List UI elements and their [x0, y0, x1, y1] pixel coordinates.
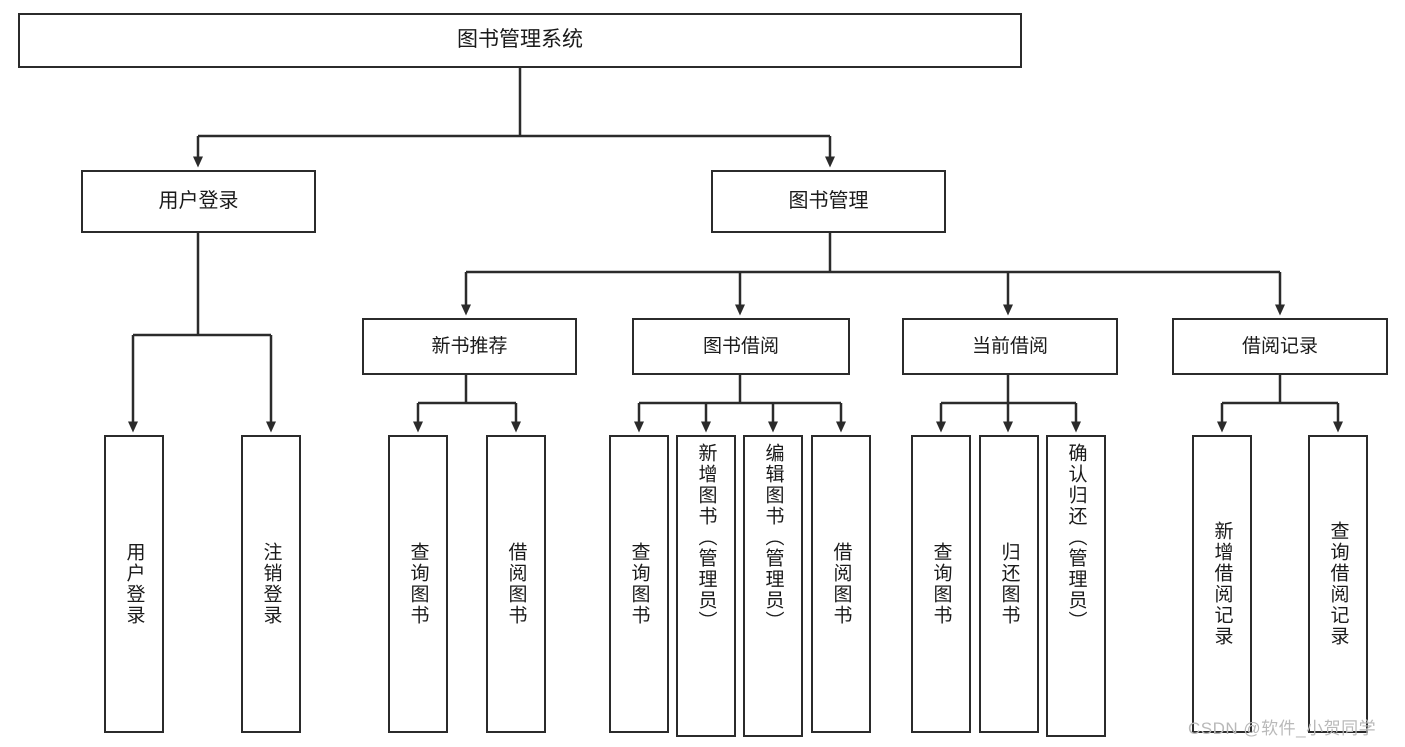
node-label: 确认归还（管理员） [1065, 443, 1087, 632]
node-borrow-record[interactable]: 借阅记录 [1172, 318, 1388, 375]
node-label: 查询图书 [628, 542, 650, 626]
node-leaf-query-book-2[interactable]: 查询图书 [609, 435, 669, 733]
node-label: 借阅记录 [1241, 335, 1318, 357]
node-leaf-edit-book[interactable]: 编辑图书（管理员） [743, 435, 803, 737]
node-user-login[interactable]: 用户登录 [81, 170, 316, 233]
node-label: 新增借阅记录 [1211, 521, 1233, 647]
node-label: 注销登录 [260, 542, 282, 626]
node-label: 编辑图书（管理员） [762, 443, 784, 632]
node-leaf-query-book-1[interactable]: 查询图书 [388, 435, 448, 733]
node-leaf-add-record[interactable]: 新增借阅记录 [1192, 435, 1252, 733]
node-leaf-user-login[interactable]: 用户登录 [104, 435, 164, 733]
node-leaf-logout-login[interactable]: 注销登录 [241, 435, 301, 733]
node-label: 归还图书 [998, 542, 1020, 626]
node-label: 查询借阅记录 [1327, 521, 1349, 647]
node-current-borrow[interactable]: 当前借阅 [902, 318, 1118, 375]
node-label: 图书管理系统 [457, 28, 583, 52]
node-label: 用户登录 [123, 542, 145, 626]
node-label: 图书借阅 [702, 335, 779, 357]
node-label: 新增图书（管理员） [695, 443, 717, 632]
node-leaf-borrow-book-2[interactable]: 借阅图书 [811, 435, 871, 733]
node-label: 图书管理 [788, 190, 869, 212]
node-label: 用户登录 [158, 190, 239, 212]
node-leaf-borrow-book-1[interactable]: 借阅图书 [486, 435, 546, 733]
node-book-management[interactable]: 图书管理 [711, 170, 946, 233]
node-label: 当前借阅 [971, 335, 1048, 357]
node-label: 借阅图书 [505, 542, 527, 626]
node-leaf-query-record[interactable]: 查询借阅记录 [1308, 435, 1368, 733]
node-leaf-confirm-return[interactable]: 确认归还（管理员） [1046, 435, 1106, 737]
node-label: 查询图书 [407, 542, 429, 626]
node-label: 新书推荐 [431, 335, 508, 357]
node-label: 查询图书 [930, 542, 952, 626]
watermark: CSDN @软件_小贺同学 [1188, 719, 1377, 738]
node-book-borrow[interactable]: 图书借阅 [632, 318, 850, 375]
node-leaf-query-book-3[interactable]: 查询图书 [911, 435, 971, 733]
node-label: 借阅图书 [830, 542, 852, 626]
node-book-management-system[interactable]: 图书管理系统 [18, 13, 1022, 68]
node-leaf-return-book[interactable]: 归还图书 [979, 435, 1039, 733]
node-leaf-add-book[interactable]: 新增图书（管理员） [676, 435, 736, 737]
node-new-book-recommend[interactable]: 新书推荐 [362, 318, 577, 375]
